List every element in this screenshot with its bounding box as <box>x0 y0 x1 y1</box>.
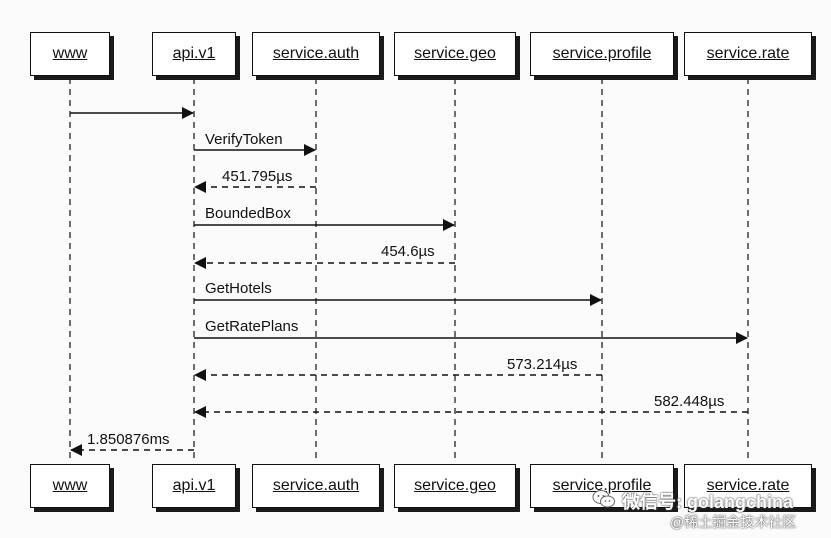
participant-www-bottom: www <box>30 464 110 508</box>
message-label-bounded-box: BoundedBox <box>205 205 291 222</box>
participant-auth-bottom: service.auth <box>252 464 380 508</box>
message-label-api-return: 1.850876ms <box>87 431 170 448</box>
message-label-get-rate-plans: GetRatePlans <box>205 318 299 335</box>
wechat-icon <box>592 490 615 508</box>
participant-geo-top: service.geo <box>394 32 516 76</box>
message-label-rate-return: 582.448µs <box>654 393 725 410</box>
watermark-wechat-id: 微信号: golangchina <box>622 492 793 512</box>
participant-profile-top: service.profile <box>530 32 674 76</box>
participant-api-top: api.v1 <box>152 32 236 76</box>
participant-www-top: www <box>30 32 110 76</box>
message-label-geo-return: 454.6µs <box>381 243 435 260</box>
message-label-profile-return: 573.214µs <box>507 356 578 373</box>
watermark-community: @稀土掘金技术社区 <box>670 514 797 530</box>
participant-geo-bottom: service.geo <box>394 464 516 508</box>
message-label-get-hotels: GetHotels <box>205 280 272 297</box>
participant-auth-top: service.auth <box>252 32 380 76</box>
participant-rate-bottom: service.rate <box>684 464 812 508</box>
message-label-verify-token: VerifyToken <box>205 131 283 148</box>
message-label-auth-return: 451.795µs <box>222 168 293 185</box>
participant-api-bottom: api.v1 <box>152 464 236 508</box>
participant-rate-top: service.rate <box>684 32 812 76</box>
